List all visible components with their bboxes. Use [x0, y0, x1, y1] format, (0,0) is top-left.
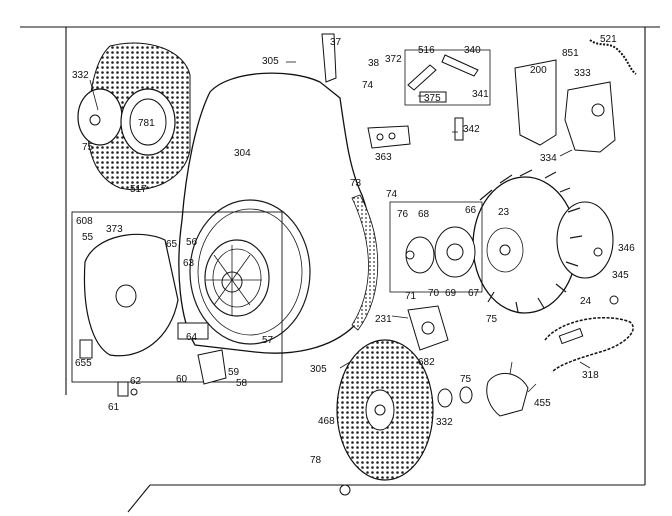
callout-78: 78	[310, 455, 322, 466]
callout-65: 65	[166, 239, 178, 250]
callout-851: 851	[562, 48, 579, 59]
callout-56: 56	[186, 237, 198, 248]
callout-70: 70	[428, 288, 440, 299]
callout-375: 375	[424, 93, 441, 104]
callout-67: 67	[468, 288, 480, 299]
ground-wire-318	[544, 316, 634, 373]
callout-342: 342	[463, 124, 480, 135]
terminal-block-363	[367, 117, 464, 149]
callout-468: 468	[318, 416, 335, 427]
callout-75b: 75	[486, 314, 498, 325]
callout-333: 333	[574, 68, 591, 79]
rewind-starter-housing-608	[71, 211, 283, 385]
rotating-screen-517	[77, 42, 191, 191]
callout-346: 346	[618, 243, 635, 254]
callout-labels: 332 781 75 517 304 305 37 38 372 74 516 …	[72, 34, 635, 466]
bracket-682	[407, 305, 449, 351]
callout-332b: 332	[436, 417, 453, 428]
callout-74b: 74	[386, 189, 398, 200]
callout-62: 62	[130, 376, 142, 387]
callout-304: 304	[234, 148, 251, 159]
callout-305: 305	[262, 56, 279, 67]
callout-38: 38	[368, 58, 380, 69]
callout-74: 74	[362, 80, 374, 91]
callout-318: 318	[582, 370, 599, 381]
callout-59: 59	[228, 367, 240, 378]
callout-373: 373	[106, 224, 123, 235]
screen-468	[336, 339, 434, 481]
callout-372: 372	[385, 54, 402, 65]
callout-655: 655	[75, 358, 92, 369]
callout-61: 61	[108, 402, 120, 413]
callout-340: 340	[464, 45, 481, 56]
callout-63: 63	[183, 258, 195, 269]
callout-200: 200	[530, 65, 547, 76]
callout-363: 363	[375, 152, 392, 163]
washer-and-starter-cup	[437, 361, 537, 417]
callout-516: 516	[418, 45, 435, 56]
callout-23: 23	[498, 207, 510, 218]
callout-57: 57	[262, 335, 274, 346]
callout-521: 521	[600, 34, 617, 45]
callout-66: 66	[465, 205, 477, 216]
callout-55: 55	[82, 232, 94, 243]
callout-305b: 305	[310, 364, 327, 375]
page-frame	[20, 26, 660, 513]
callout-455: 455	[534, 398, 551, 409]
callout-76: 76	[397, 209, 409, 220]
callout-60: 60	[176, 374, 188, 385]
control-bracket-200	[514, 39, 637, 153]
callout-71: 71	[405, 291, 417, 302]
callout-69: 69	[445, 288, 457, 299]
callout-64: 64	[186, 332, 198, 343]
blower-housing-304	[178, 72, 379, 354]
callout-682: 682	[418, 357, 435, 368]
callout-608: 608	[76, 216, 93, 227]
flywheel-23	[472, 169, 614, 314]
callout-781: 781	[138, 118, 155, 129]
callout-341: 341	[472, 89, 489, 100]
callout-75c: 75	[460, 374, 472, 385]
callout-345: 345	[612, 270, 629, 281]
callout-58: 58	[236, 378, 248, 389]
callout-75: 75	[82, 142, 94, 153]
callout-517: 517	[130, 184, 147, 195]
callout-37: 37	[330, 37, 342, 48]
callout-332: 332	[72, 70, 89, 81]
callout-24: 24	[580, 296, 592, 307]
callout-73: 73	[350, 178, 362, 189]
callout-231: 231	[375, 314, 392, 325]
linkage-assembly-372	[404, 49, 491, 106]
bracket-37	[321, 33, 337, 83]
magneto-assembly-66	[389, 201, 483, 293]
callout-334: 334	[540, 153, 557, 164]
small-parts-left	[79, 247, 619, 496]
callout-68: 68	[418, 209, 430, 220]
leader-lines	[89, 61, 591, 369]
